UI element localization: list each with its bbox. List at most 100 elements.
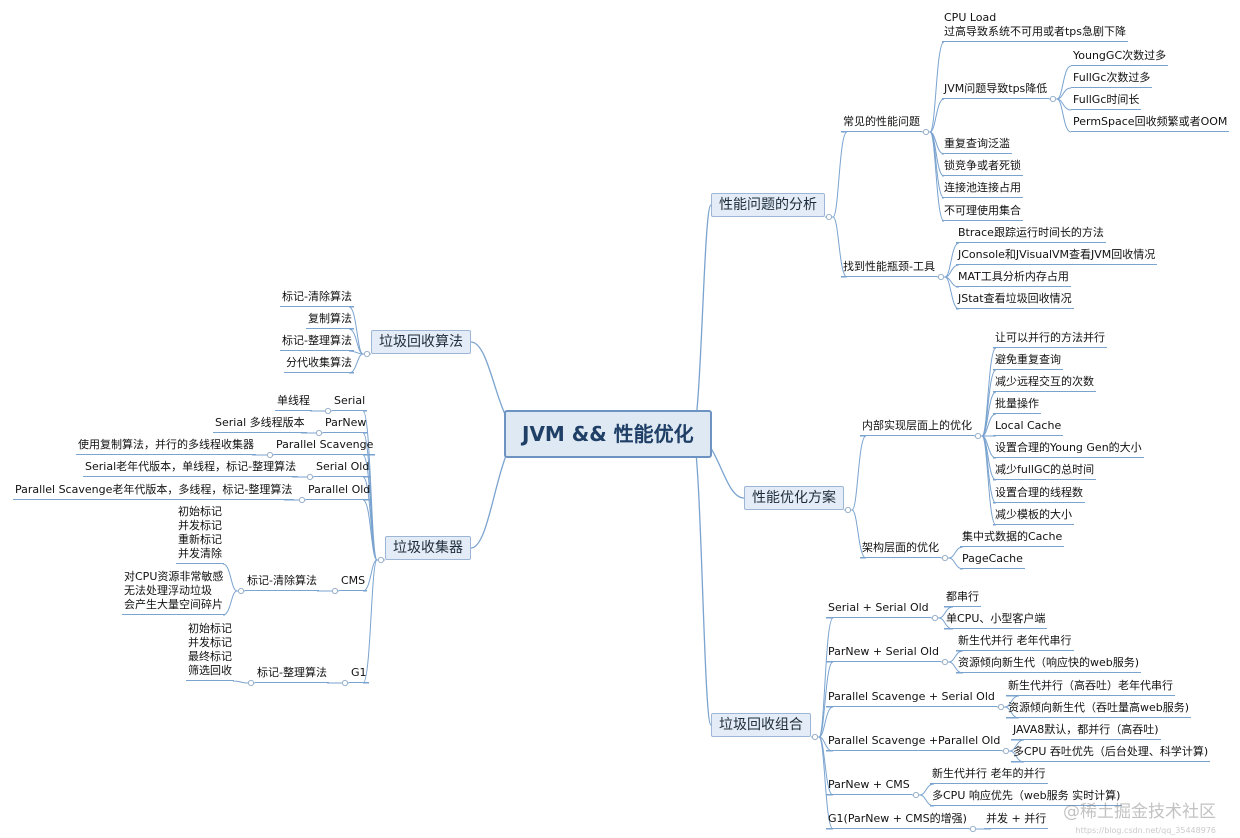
bottleneck-tools[interactable]: 找到性能瓶颈-工具 [841,260,937,277]
g1-algorithm[interactable]: 标记-整理算法 [255,666,329,683]
cms-steps[interactable]: 初始标记 并发标记 重新标记 并发清除 [176,505,224,564]
collapse-toggle-icon[interactable] [922,128,930,136]
collector-parallel-old[interactable]: Parallel Old [306,483,373,500]
collector-desc[interactable]: 使用复制算法，并行的多线程收集器 [76,438,256,455]
internal-opt-item[interactable]: 避免重复查询 [993,353,1063,370]
jvm-tps-problem[interactable]: JVM问题导致tps降低 [942,82,1050,99]
collapse-toggle-icon[interactable] [331,587,339,595]
gc-combo[interactable]: Parallel Scavenge +Parallel Old [826,734,1003,751]
gc-combo-note[interactable]: 都串行 [944,590,981,607]
gc-collectors-topic[interactable]: 垃圾收集器 [385,536,471,560]
gc-algorithms-topic[interactable]: 垃圾回收算法 [371,330,471,354]
collapse-toggle-icon[interactable] [969,825,977,833]
performance-analysis-topic[interactable]: 性能问题的分析 [711,193,825,217]
collapse-toggle-icon[interactable] [247,679,255,687]
collapse-toggle-icon[interactable] [937,273,945,281]
jvm-problem-item[interactable]: PermSpace回收频繁或者OOM [1071,115,1230,132]
collapse-toggle-icon[interactable] [341,679,349,687]
collector-desc[interactable]: Serial老年代版本，单线程，标记-整理算法 [83,460,299,477]
collapse-toggle-icon[interactable] [237,587,245,595]
tool-item[interactable]: JConsole和JVisualVM查看JVM回收情况 [956,248,1158,265]
collector-desc[interactable]: 单线程 [275,394,312,411]
cpu-load-problem[interactable]: CPU Load 过高导致系统不可用或者tps急剧下降 [942,11,1129,42]
gc-combo-note[interactable]: JAVA8默认，都并行（高吞吐) [1011,723,1161,740]
collector-parnew[interactable]: ParNew [323,416,369,433]
branch-connector [825,131,848,218]
internal-opt-item[interactable]: 减少远程交互的次数 [993,375,1096,392]
gc-combo-note[interactable]: 并发 + 并行 [984,812,1049,829]
cms-algorithm[interactable]: 标记-清除算法 [245,574,319,591]
branch-connector [922,41,945,133]
arch-opt-item[interactable]: PageCache [960,552,1025,569]
gc-combinations-topic[interactable]: 垃圾回收组合 [711,713,811,737]
internal-opt-item[interactable]: Local Cache [993,419,1064,436]
gc-combo-note[interactable]: 多CPU 响应优先（web服务 实时计算) [930,789,1123,806]
internal-opt-item[interactable]: 让可以并行的方法并行 [993,331,1107,348]
architecture-optimization[interactable]: 架构层面的优化 [860,541,941,558]
common-problem-item[interactable]: 锁竞争或者死锁 [942,159,1023,176]
gc-combo[interactable]: ParNew + Serial Old [826,645,941,662]
optimization-topic[interactable]: 性能优化方案 [744,486,844,510]
jvm-problem-item[interactable]: FullGc时间长 [1071,93,1142,110]
collector-desc[interactable]: Parallel Scavenge老年代版本，多线程，标记-整理算法 [13,483,295,500]
tool-item[interactable]: Btrace跟踪运行时间长的方法 [956,226,1106,243]
arch-opt-item[interactable]: 集中式数据的Cache [960,530,1065,547]
tool-item[interactable]: JStat查看垃圾回收情况 [956,292,1074,309]
tool-item[interactable]: MAT工具分析内存占用 [956,270,1071,287]
internal-opt-item[interactable]: 设置合理的Young Gen的大小 [993,441,1144,458]
collapse-toggle-icon[interactable] [315,429,323,437]
collapse-toggle-icon[interactable] [825,213,833,221]
common-problem-item[interactable]: 不可理使用集合 [942,204,1023,221]
gc-combo-note[interactable]: 资源倾向新生代（吞吐量高web服务) [1006,701,1192,718]
collector-cms[interactable]: CMS [339,574,368,591]
gc-combo[interactable]: Parallel Scavenge + Serial Old [826,690,997,707]
internal-opt-item[interactable]: 批量操作 [993,397,1041,414]
gc-algorithm-item[interactable]: 标记-整理算法 [280,334,354,351]
collapse-toggle-icon[interactable] [974,432,982,440]
gc-combo-note[interactable]: 多CPU 吞吐优先（后台处理、科学计算) [1011,745,1211,762]
collapse-toggle-icon[interactable] [1002,747,1010,755]
collapse-toggle-icon[interactable] [363,350,371,358]
gc-combo[interactable]: G1(ParNew + CMS的增强) [826,812,969,829]
collector-serial-old[interactable]: Serial Old [314,460,372,477]
collector-parallel-scavenge[interactable]: Parallel Scavenge [274,438,376,455]
collector-g1[interactable]: G1 [349,666,369,683]
collector-serial[interactable]: Serial [332,394,368,411]
gc-combo-note[interactable]: 新生代并行 老年的并行 [930,767,1048,784]
collector-desc[interactable]: Serial 多线程版本 [213,416,307,433]
collapse-toggle-icon[interactable] [941,658,949,666]
gc-combo-note[interactable]: 单CPU、小型客户端 [944,612,1048,629]
jvm-problem-item[interactable]: FullGc次数过多 [1071,71,1153,88]
collapse-toggle-icon[interactable] [266,451,274,459]
collapse-toggle-icon[interactable] [324,407,332,415]
g1-steps[interactable]: 初始标记 并发标记 最终标记 筛选回收 [186,622,234,681]
collapse-toggle-icon[interactable] [941,554,949,562]
gc-combo-note[interactable]: 新生代并行（高吞吐）老年代串行 [1006,679,1175,696]
gc-combo[interactable]: Serial + Serial Old [826,601,931,618]
internal-optimization[interactable]: 内部实现层面上的优化 [860,419,974,436]
jvm-problem-item[interactable]: YoungGC次数过多 [1071,49,1169,66]
common-problem-item[interactable]: 连接池连接占用 [942,181,1023,198]
collapse-toggle-icon[interactable] [997,703,1005,711]
internal-opt-item[interactable]: 减少模板的大小 [993,508,1074,525]
gc-algorithm-item[interactable]: 复制算法 [306,312,354,329]
collapse-toggle-icon[interactable] [912,791,920,799]
gc-algorithm-item[interactable]: 分代收集算法 [284,356,354,373]
internal-opt-item[interactable]: 减少fullGC的总时间 [993,463,1097,480]
gc-combo-note[interactable]: 资源倾向新生代（响应快的web服务) [956,656,1142,673]
mindmap-root[interactable]: JVM && 性能优化 [504,410,712,458]
collapse-toggle-icon[interactable] [377,556,385,564]
cms-drawbacks[interactable]: 对CPU资源非常敏感 无法处理浮动垃圾 会产生大量空间碎片 [122,570,226,615]
gc-algorithm-item[interactable]: 标记-清除算法 [280,290,354,307]
common-problems[interactable]: 常见的性能问题 [841,115,922,132]
internal-opt-item[interactable]: 设置合理的线程数 [993,486,1085,503]
collapse-toggle-icon[interactable] [298,496,306,504]
common-problem-item[interactable]: 重复查询泛滥 [942,137,1012,154]
gc-combo[interactable]: ParNew + CMS [826,778,912,795]
collapse-toggle-icon[interactable] [811,733,819,741]
gc-combo-note[interactable]: 新生代并行 老年代串行 [956,634,1074,651]
collapse-toggle-icon[interactable] [844,506,852,514]
collapse-toggle-icon[interactable] [931,614,939,622]
collapse-toggle-icon[interactable] [1049,95,1057,103]
collapse-toggle-icon[interactable] [306,473,314,481]
